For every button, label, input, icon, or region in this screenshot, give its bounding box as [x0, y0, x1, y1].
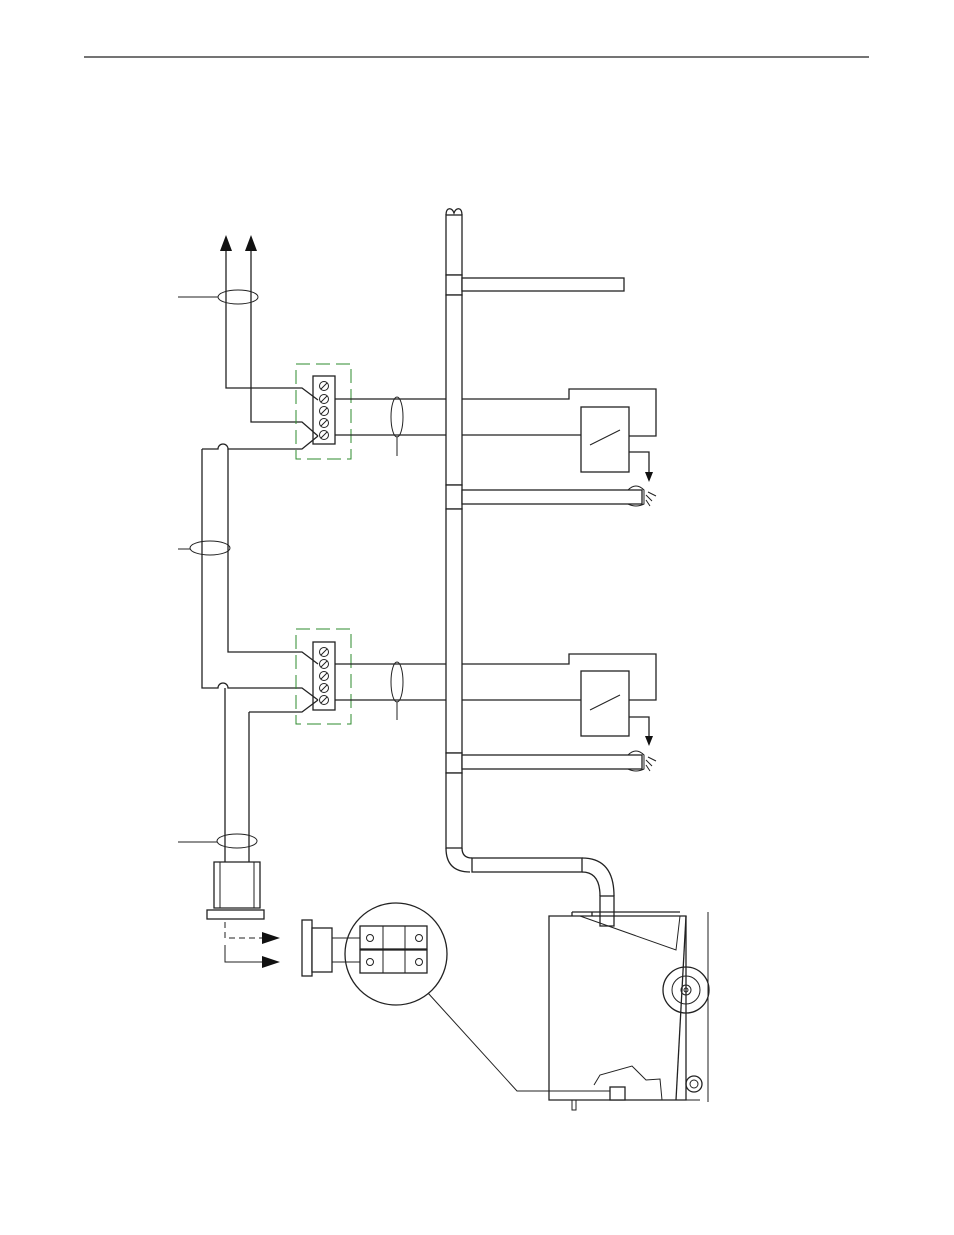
- flow-arrow-icon: [645, 472, 653, 482]
- unit-cabinet: [549, 912, 709, 1110]
- fuse-icon: [360, 926, 427, 949]
- cable-bundle-ring: [391, 397, 403, 437]
- flow-arrow-icon: [262, 956, 280, 968]
- control-circuit-2: [335, 654, 656, 746]
- manifold-pipe: [446, 209, 614, 926]
- terminal-screw-icon: [320, 648, 329, 705]
- relay-switch-icon: [590, 430, 620, 445]
- cable-bundle-ring: [391, 662, 403, 702]
- relay-box: [581, 407, 629, 472]
- cable-bundle-ring: [218, 290, 258, 304]
- fuse-detail: [345, 903, 610, 1091]
- nozzle-icon: [646, 757, 656, 771]
- jumper-cable: [178, 436, 318, 700]
- flow-arrow-icon: [245, 235, 257, 251]
- flow-arrow-icon: [262, 932, 280, 944]
- cable-bundle-ring: [217, 834, 257, 848]
- terminal-screw-icon: [320, 382, 329, 440]
- power-plug: [207, 862, 280, 968]
- supply-leads: [178, 235, 318, 436]
- flow-arrow-icon: [645, 736, 653, 746]
- leader-line: [428, 993, 610, 1091]
- relay-switch-icon: [590, 695, 620, 710]
- branch-tube-1: [462, 278, 624, 291]
- branch-tube-3: [462, 751, 656, 771]
- fuse-holder-location: [610, 1087, 625, 1100]
- plug-leads: [178, 688, 318, 862]
- control-circuit-1: [335, 389, 656, 482]
- flow-arrow-icon: [220, 235, 232, 251]
- cable-bundle-ring: [190, 541, 230, 555]
- caster-wheel-icon: [686, 1076, 702, 1092]
- fuse-icon: [360, 950, 427, 973]
- terminal-block-1: [296, 364, 351, 459]
- nozzle-icon: [646, 492, 656, 506]
- branch-tube-2: [462, 486, 656, 506]
- relay-box: [581, 671, 629, 736]
